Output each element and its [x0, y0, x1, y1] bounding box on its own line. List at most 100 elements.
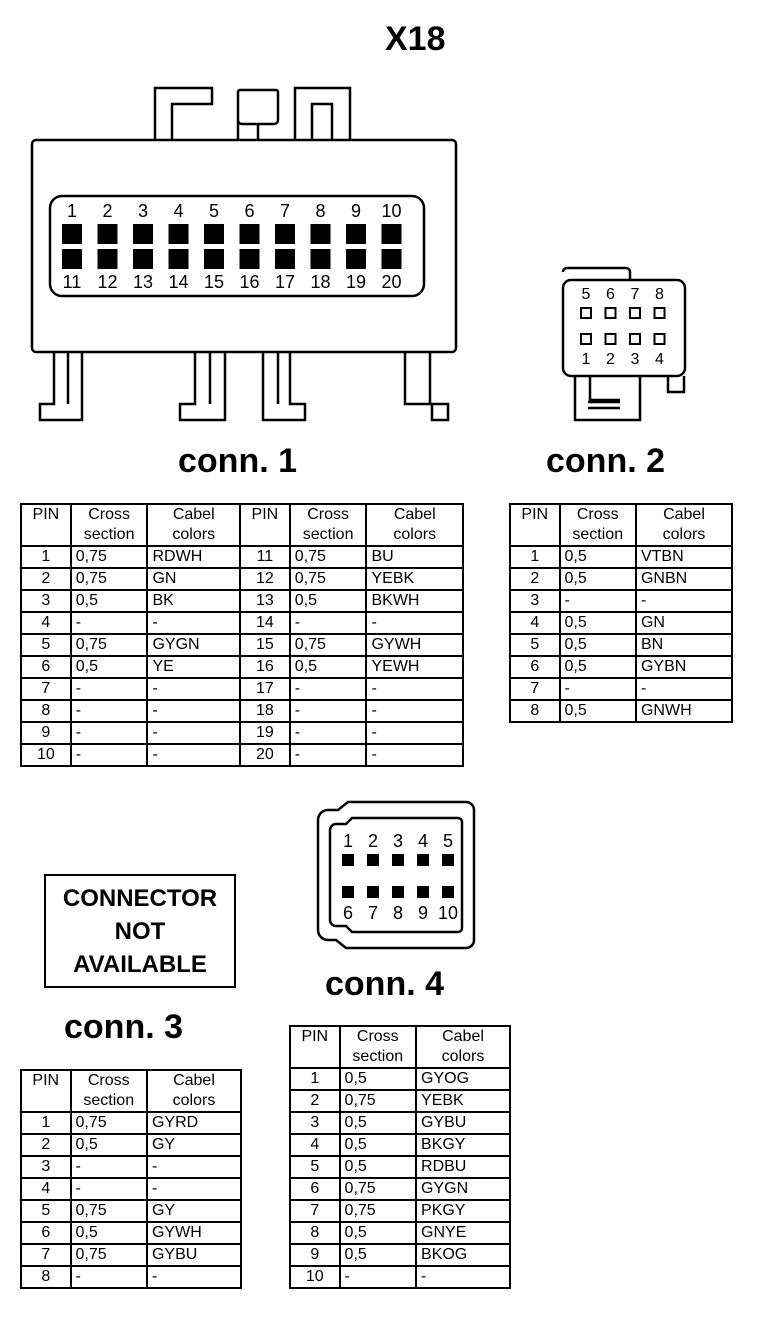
conn1-pin-square — [204, 224, 224, 244]
pin-number: 13 — [132, 272, 154, 292]
cabel-color-cell: - — [365, 743, 464, 767]
cross-section-cell: 0,75 — [69, 1199, 148, 1223]
pin-cell: 10 — [20, 743, 72, 767]
cabel-color-cell: GNWH — [634, 699, 734, 723]
pin-number: 5 — [208, 201, 219, 221]
cabel-color-cell: GN — [634, 611, 734, 635]
conn4-label: conn. 4 — [325, 965, 445, 1003]
pin-cell: 4 — [20, 611, 72, 635]
cross-section-cell: - — [69, 1265, 148, 1289]
cross-section-cell: 0,5 — [338, 1067, 418, 1091]
cabel-color-cell: - — [145, 1155, 243, 1179]
cabel-color-cell: BKGY — [415, 1133, 511, 1157]
cabel-color-cell: GYBU — [145, 1243, 243, 1267]
pin-number: 2 — [367, 831, 378, 851]
conn4-pin-square — [392, 886, 404, 898]
pin-cell: 2 — [509, 567, 561, 591]
cross-section-cell: 0,5 — [69, 1221, 148, 1245]
pin-cell: 3 — [509, 589, 561, 613]
pin-cell: 4 — [509, 611, 561, 635]
conn2-pin-square — [653, 307, 666, 319]
pin-cell: 20 — [239, 743, 291, 767]
conn1-pin-square — [239, 224, 260, 244]
conn4-pin-square — [392, 854, 404, 866]
pin-number: 2 — [102, 201, 113, 221]
pin-cell: 4 — [20, 1177, 72, 1201]
pin-number: 6 — [244, 201, 255, 221]
cross-section-cell: 0,75 — [69, 567, 149, 591]
cabel-color-cell: VTBN — [634, 545, 734, 569]
pin-number: 2 — [606, 351, 615, 368]
conn1-housing — [30, 138, 458, 354]
cross-section-cell: 0,5 — [338, 1111, 418, 1135]
cross-section-cell: - — [69, 1155, 148, 1179]
cabel-color-cell: BN — [634, 633, 734, 657]
cabel-color-cell: - — [146, 743, 241, 767]
pin-number: 8 — [655, 286, 664, 303]
cabel-color-cell: GYOG — [415, 1067, 511, 1091]
pin-cell: 7 — [509, 677, 561, 701]
pin-cell: 1 — [289, 1067, 341, 1091]
conn1-label: conn. 1 — [178, 442, 298, 480]
pin-cell: 14 — [239, 611, 291, 635]
pin-number: 4 — [417, 831, 428, 851]
conn2-pin-square — [604, 333, 617, 345]
cabel-color-cell: GYBN — [634, 655, 734, 679]
header-pin: PIN — [239, 503, 291, 547]
conn1-pin-square — [346, 224, 366, 244]
cross-section-cell: - — [69, 699, 149, 723]
conn2-pin-square — [653, 333, 666, 345]
conn2-housing — [561, 266, 632, 280]
conn4-pin-square — [417, 886, 429, 898]
cross-section-cell: 0,5 — [558, 655, 637, 679]
pin-number: 9 — [350, 201, 361, 221]
cabel-color-cell: RDBU — [415, 1155, 511, 1179]
cross-section-cell: 0,5 — [338, 1155, 418, 1179]
pin-number: 18 — [310, 272, 331, 292]
cabel-color-cell: GYWH — [145, 1221, 243, 1245]
conn1-pin-square — [133, 224, 153, 244]
conn1-pin-square — [310, 224, 331, 244]
cabel-color-cell: GYGN — [146, 633, 241, 657]
pin-cell: 6 — [20, 1221, 72, 1245]
pin-cell: 8 — [20, 699, 72, 723]
cabel-color-cell: - — [365, 611, 464, 635]
pin-cell: 1 — [20, 1111, 72, 1135]
cross-section-cell: - — [558, 589, 637, 613]
pin-cell: 1 — [20, 545, 72, 569]
pin-number: 1 — [581, 351, 591, 368]
cross-section-cell: - — [338, 1265, 418, 1289]
cross-section-cell: 0,5 — [558, 567, 637, 591]
cross-section-cell: - — [69, 611, 149, 635]
cabel-color-cell: BK — [146, 589, 241, 613]
header-pin: PIN — [20, 1069, 72, 1113]
pin-number: 17 — [274, 272, 296, 292]
table-row: 4--14-- — [20, 611, 464, 635]
cross-section-cell: 0,5 — [338, 1133, 418, 1157]
conn1-pin-square — [97, 224, 118, 244]
cabel-color-cell: GYBU — [415, 1111, 511, 1135]
conn1-pin-field — [48, 194, 426, 298]
table-row: 9--19-- — [20, 721, 464, 745]
conn1-pin-square — [275, 249, 295, 269]
cross-section-cell: 0,75 — [288, 545, 368, 569]
pin-cell: 9 — [20, 721, 72, 745]
pin-number: 4 — [655, 351, 664, 368]
cross-section-cell: 0,5 — [558, 633, 637, 657]
